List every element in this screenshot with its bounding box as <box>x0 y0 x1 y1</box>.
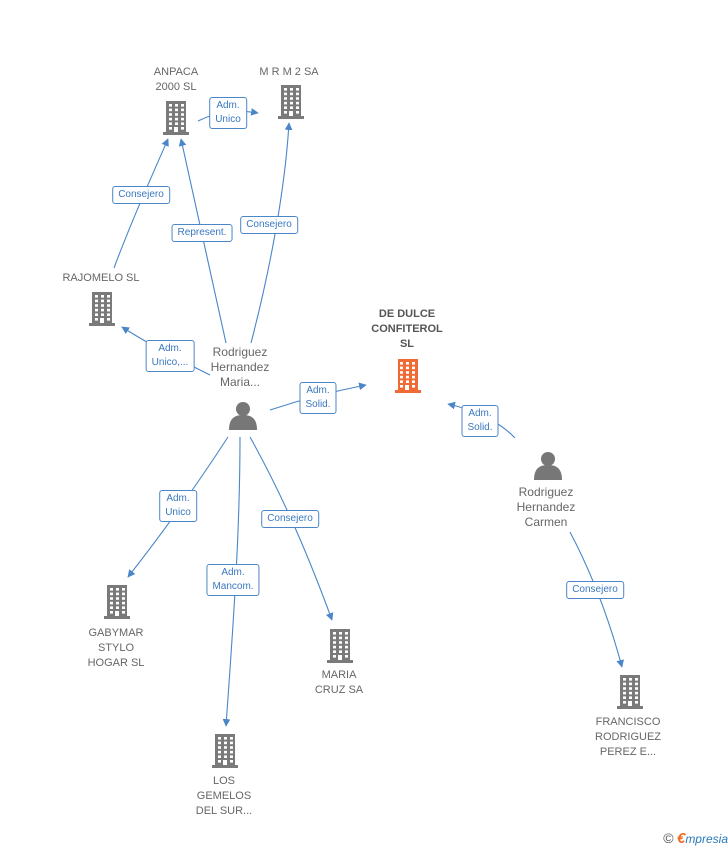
edge-label-maria-gabymar: Adm. Unico <box>159 490 197 522</box>
edge-label-carmen-francisco: Consejero <box>566 581 624 599</box>
person-icon[interactable] <box>534 452 562 480</box>
building-icon[interactable] <box>617 675 643 709</box>
node-label-anpaca[interactable]: ANPACA 2000 SL <box>153 66 199 93</box>
building-icon[interactable] <box>395 359 421 393</box>
edge-label-carmen-dedulce: Adm. Solid. <box>461 405 499 437</box>
building-icon[interactable] <box>278 85 304 119</box>
brand-logo-text: mpresia <box>685 832 728 846</box>
edge-label-maria-mrm2: Consejero <box>240 216 298 234</box>
building-icon[interactable] <box>163 101 189 135</box>
edge-label-maria-mariacruz: Consejero <box>261 510 319 528</box>
brand-logo: © €mpresia <box>663 830 728 847</box>
node-label-dedulce[interactable]: DE DULCE CONFITEROL SL <box>371 308 443 350</box>
edge-label-rajomelo-anpaca: Consejero <box>112 186 170 204</box>
copyright-symbol: © <box>663 830 674 846</box>
building-icon[interactable] <box>212 734 238 768</box>
edge-label-anpaca-mrm2: Adm. Unico <box>209 97 247 129</box>
node-label-rodriguez-maria[interactable]: Rodriguez Hernandez Maria... <box>210 345 270 389</box>
node-label-gabymar[interactable]: GABYMAR STYLO HOGAR SL <box>87 627 145 669</box>
edge-maria-mariacruz <box>249 436 334 621</box>
node-label-francisco[interactable]: FRANCISCO RODRIGUEZ PEREZ E... <box>595 716 661 758</box>
edge-label-maria-dedulce: Adm. Solid. <box>299 382 337 414</box>
node-label-rodriguez-carmen[interactable]: Rodriguez Hernandez Carmen <box>516 485 576 529</box>
node-label-los-gemelos[interactable]: LOS GEMELOS DEL SUR... <box>195 775 253 817</box>
building-icon[interactable] <box>327 629 353 663</box>
building-icon[interactable] <box>104 585 130 619</box>
node-label-maria-cruz[interactable]: MARIA CRUZ SA <box>314 669 364 696</box>
person-icon[interactable] <box>229 402 257 430</box>
edge-carmen-francisco <box>569 531 624 668</box>
edge-label-maria-anpaca: Represent. <box>171 224 233 242</box>
edge-label-maria-gemelos: Adm. Mancom. <box>206 564 260 596</box>
building-icon[interactable] <box>89 292 115 326</box>
node-label-mrm2[interactable]: M R M 2 SA <box>259 66 319 78</box>
brand-logo-e: € <box>676 830 686 847</box>
node-label-rajomelo[interactable]: RAJOMELO SL <box>62 272 140 284</box>
edge-label-maria-rajomelo: Adm. Unico,... <box>145 340 195 372</box>
